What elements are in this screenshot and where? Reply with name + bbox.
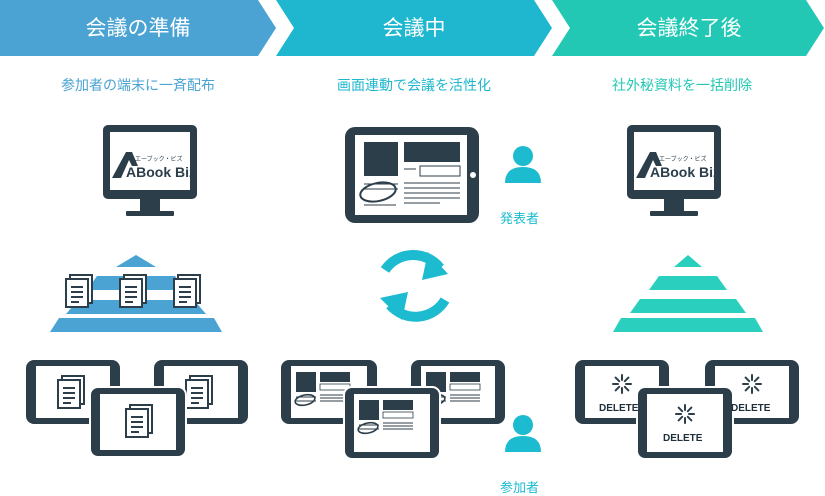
monitor-icon-after	[627, 125, 721, 216]
deletion-pyramid-graphic	[613, 255, 763, 332]
document-icon-1	[65, 274, 93, 308]
logo-brand-after: ABook Biz	[650, 164, 720, 180]
phase-title-after: 会議終了後	[636, 16, 742, 40]
phase-banner-during	[276, 0, 552, 56]
tablet-prepare-center	[89, 386, 187, 458]
delete-label-left: DELETE	[599, 403, 639, 414]
phase-subtitle-after: 社外秘資料を一括削除	[612, 78, 752, 94]
presenter-tablet	[345, 127, 479, 223]
monitor-icon-prepare	[103, 125, 197, 216]
phase-subtitle-during: 画面連動で会議を活性化	[337, 78, 491, 94]
participant-label: 参加者	[500, 481, 540, 496]
tablet-after-center	[636, 386, 734, 460]
presenter-label: 発表者	[500, 212, 540, 227]
phase-banner-prepare	[0, 0, 276, 56]
presenter-person-icon	[505, 146, 541, 183]
logo-brand-prepare: ABook Biz	[126, 164, 196, 180]
phase-banner-after	[552, 0, 824, 56]
logo-katakana-after: エーブック・ビズ	[659, 157, 707, 163]
delete-label-center: DELETE	[663, 433, 703, 444]
delete-label-right: DELETE	[731, 403, 771, 414]
participant-person-icon	[505, 415, 541, 452]
phase-title-during: 会議中	[382, 16, 446, 40]
document-icon-3	[173, 274, 201, 308]
distribution-graphic	[50, 255, 222, 332]
logo-katakana-prepare: エーブック・ビズ	[135, 157, 183, 163]
tablet-during-center	[343, 386, 441, 460]
phase-title-prepare: 会議の準備	[85, 16, 191, 40]
phase-subtitle-prepare: 参加者の端末に一斉配布	[61, 78, 215, 94]
document-icon-2	[119, 274, 147, 308]
